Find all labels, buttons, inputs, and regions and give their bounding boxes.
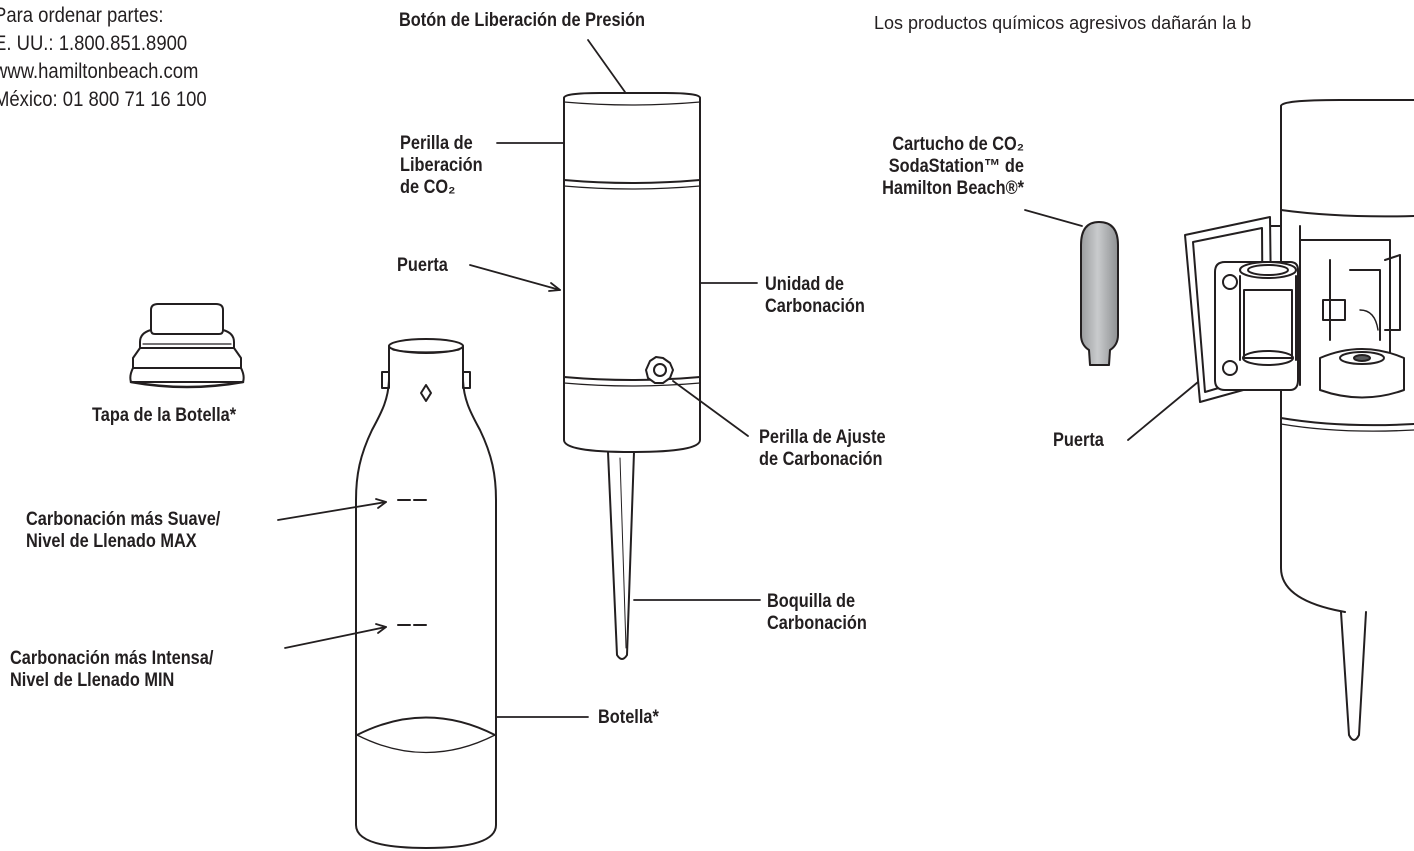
label-line: Carbonación (767, 613, 867, 634)
parts-order-info: Para ordenar partes: E. UU.: 1.800.851.8… (0, 2, 207, 114)
carbonation-unit-illustration (563, 92, 701, 660)
label-carbonation-nozzle: Boquilla de Carbonación (767, 591, 867, 635)
label-line: Carbonación más Suave/ (26, 509, 221, 530)
label-line: Carbonación más Intensa/ (10, 648, 214, 669)
label-line: Nivel de Llenado MAX (26, 531, 197, 552)
label-line: Perilla de (400, 133, 473, 154)
label-line: Nivel de Llenado MIN (10, 670, 175, 691)
label-co2-cartridge: Cartucho de CO₂ SodaStation™ de Hamilton… (882, 134, 1024, 200)
label-bottle: Botella* (598, 707, 659, 728)
label-carbonation-adjust-knob: Perilla de Ajuste de Carbonación (759, 427, 886, 471)
label-line: Liberación (400, 155, 483, 176)
parts-order-line: Para ordenar partes: (0, 4, 164, 27)
label-line: de Carbonación (759, 449, 883, 470)
bottle-cap-illustration (129, 303, 245, 389)
label-carbonation-unit: Unidad de Carbonación (765, 274, 865, 318)
bottle-illustration (355, 338, 497, 849)
parts-order-line: México: 01 800 71 16 100 (0, 88, 207, 111)
label-line: Carbonación (765, 296, 865, 317)
caution-text: Los productos químicos agresivos dañarán… (874, 13, 1252, 33)
machine-illustration (1184, 99, 1414, 741)
label-bottle-cap: Tapa de la Botella* (92, 405, 237, 426)
parts-order-line: E. UU.: 1.800.851.8900 (0, 32, 188, 55)
label-line: Cartucho de CO₂ (892, 134, 1024, 155)
label-door-right: Puerta (1053, 430, 1104, 451)
parts-order-line: www.hamiltonbeach.com (0, 60, 199, 83)
label-door-left: Puerta (397, 255, 448, 276)
label-line: Hamilton Beach®* (882, 178, 1024, 199)
label-line: Perilla de Ajuste (759, 427, 886, 448)
label-line: Unidad de (765, 274, 844, 295)
label-co2-release-knob: Perilla de Liberación de CO₂ (400, 133, 483, 199)
label-line: de CO₂ (400, 177, 456, 198)
label-line: Boquilla de (767, 591, 856, 612)
label-pressure-release-button: Botón de Liberación de Presión (399, 10, 646, 31)
leader-lines (277, 39, 1199, 718)
label-min-fill-level: Carbonación más Intensa/ Nivel de Llenad… (10, 648, 213, 692)
label-line: SodaStation™ de (888, 156, 1024, 177)
co2-cartridge-illustration (1080, 221, 1119, 366)
label-max-fill-level: Carbonación más Suave/ Nivel de Llenado … (26, 509, 220, 553)
